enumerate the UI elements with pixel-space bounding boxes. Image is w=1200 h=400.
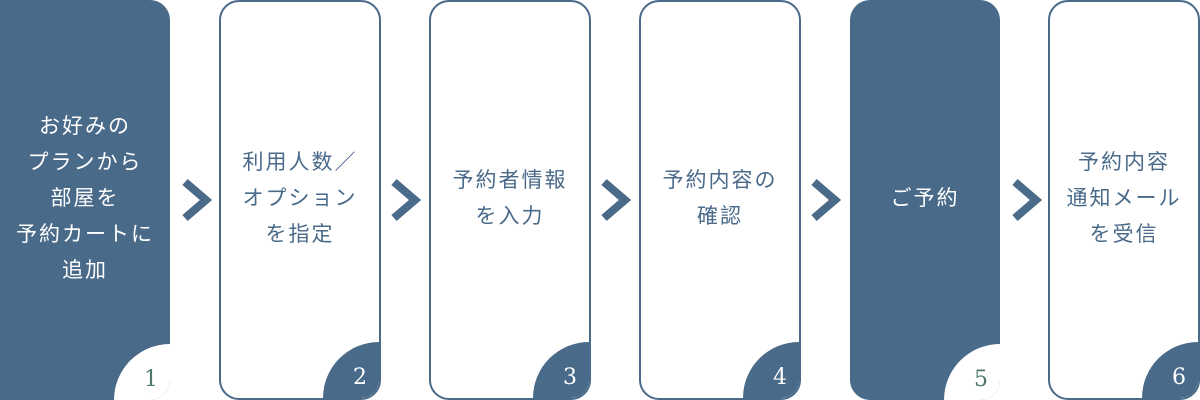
step-1-card: お好みの プランから 部屋を 予約カートに 追加 1 (0, 0, 170, 400)
chevron-right-icon (601, 178, 632, 222)
step-1-badge: 1 (114, 344, 170, 400)
chevron-right-icon (1012, 178, 1043, 222)
step-6-label: 予約内容 通知メール を受信 (1066, 150, 1182, 246)
step-5-card: ご予約 5 (850, 0, 1000, 400)
step-2-badge: 2 (323, 342, 379, 398)
step-5-number: 5 (974, 367, 988, 392)
step-1-number: 1 (144, 367, 158, 392)
step-5-label: ご予約 (890, 186, 960, 210)
step-1-label: お好みの プランから 部屋を 予約カートに 追加 (16, 114, 154, 282)
step-6-badge: 6 (1142, 342, 1198, 398)
chevron-right-icon (182, 178, 213, 222)
step-2-number: 2 (353, 365, 367, 390)
chevron-right-icon (391, 178, 422, 222)
step-4-label: 予約内容の 確認 (662, 168, 778, 228)
step-2-card: 利用人数／ オプション を指定 2 (219, 0, 381, 400)
step-2-label: 利用人数／ オプション を指定 (242, 150, 358, 246)
step-4-badge: 4 (743, 342, 799, 398)
step-6-number: 6 (1172, 365, 1186, 390)
step-4-card: 予約内容の 確認 4 (639, 0, 801, 400)
step-6-card: 予約内容 通知メール を受信 6 (1048, 0, 1200, 400)
step-3-card: 予約者情報 を入力 3 (429, 0, 591, 400)
step-3-badge: 3 (533, 342, 589, 398)
step-5-badge: 5 (944, 344, 1000, 400)
chevron-right-icon (811, 178, 842, 222)
step-4-number: 4 (773, 365, 787, 390)
step-3-number: 3 (563, 365, 577, 390)
step-3-label: 予約者情報 を入力 (452, 168, 568, 228)
